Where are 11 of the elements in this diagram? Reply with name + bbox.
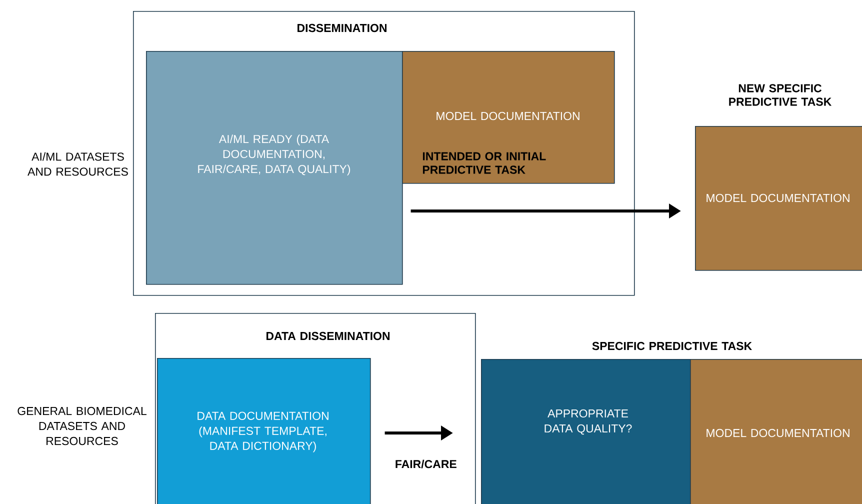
node-label: NEW SPECIFIC PREDICTIVE TASK — [729, 84, 832, 106]
edge-label: FAIR/CARE — [394, 458, 458, 470]
quality-box: APPROPRIATE DATA QUALITY? — [481, 359, 691, 504]
model-box: MODEL DOCUMENTATION — [690, 359, 862, 504]
side-label: GENERAL BIOMEDICAL DATASETS AND RESOURCES — [18, 406, 146, 446]
dataset-box: AI/ML READY (DATA DOCUMENTATION, FAIR/CARE, DATA QUALITY) — [146, 51, 403, 285]
model-box: MODEL DOCUMENTATION INTENDED OR INITIAL PREDICTIVE TASK — [402, 51, 615, 184]
model-box: NEW SPECIFIC PREDICTIVE TASK MODEL DOCUMENTATION — [695, 84, 862, 271]
heading: SPECIFIC PREDICTIVE TASK — [592, 342, 752, 350]
dataset-box: DATA DOCUMENTATION (MANIFEST TEMPLATE, DATA DICTIONARY) — [157, 358, 371, 504]
side-label: AI/ML DATASETS AND RESOURCES — [28, 152, 128, 176]
